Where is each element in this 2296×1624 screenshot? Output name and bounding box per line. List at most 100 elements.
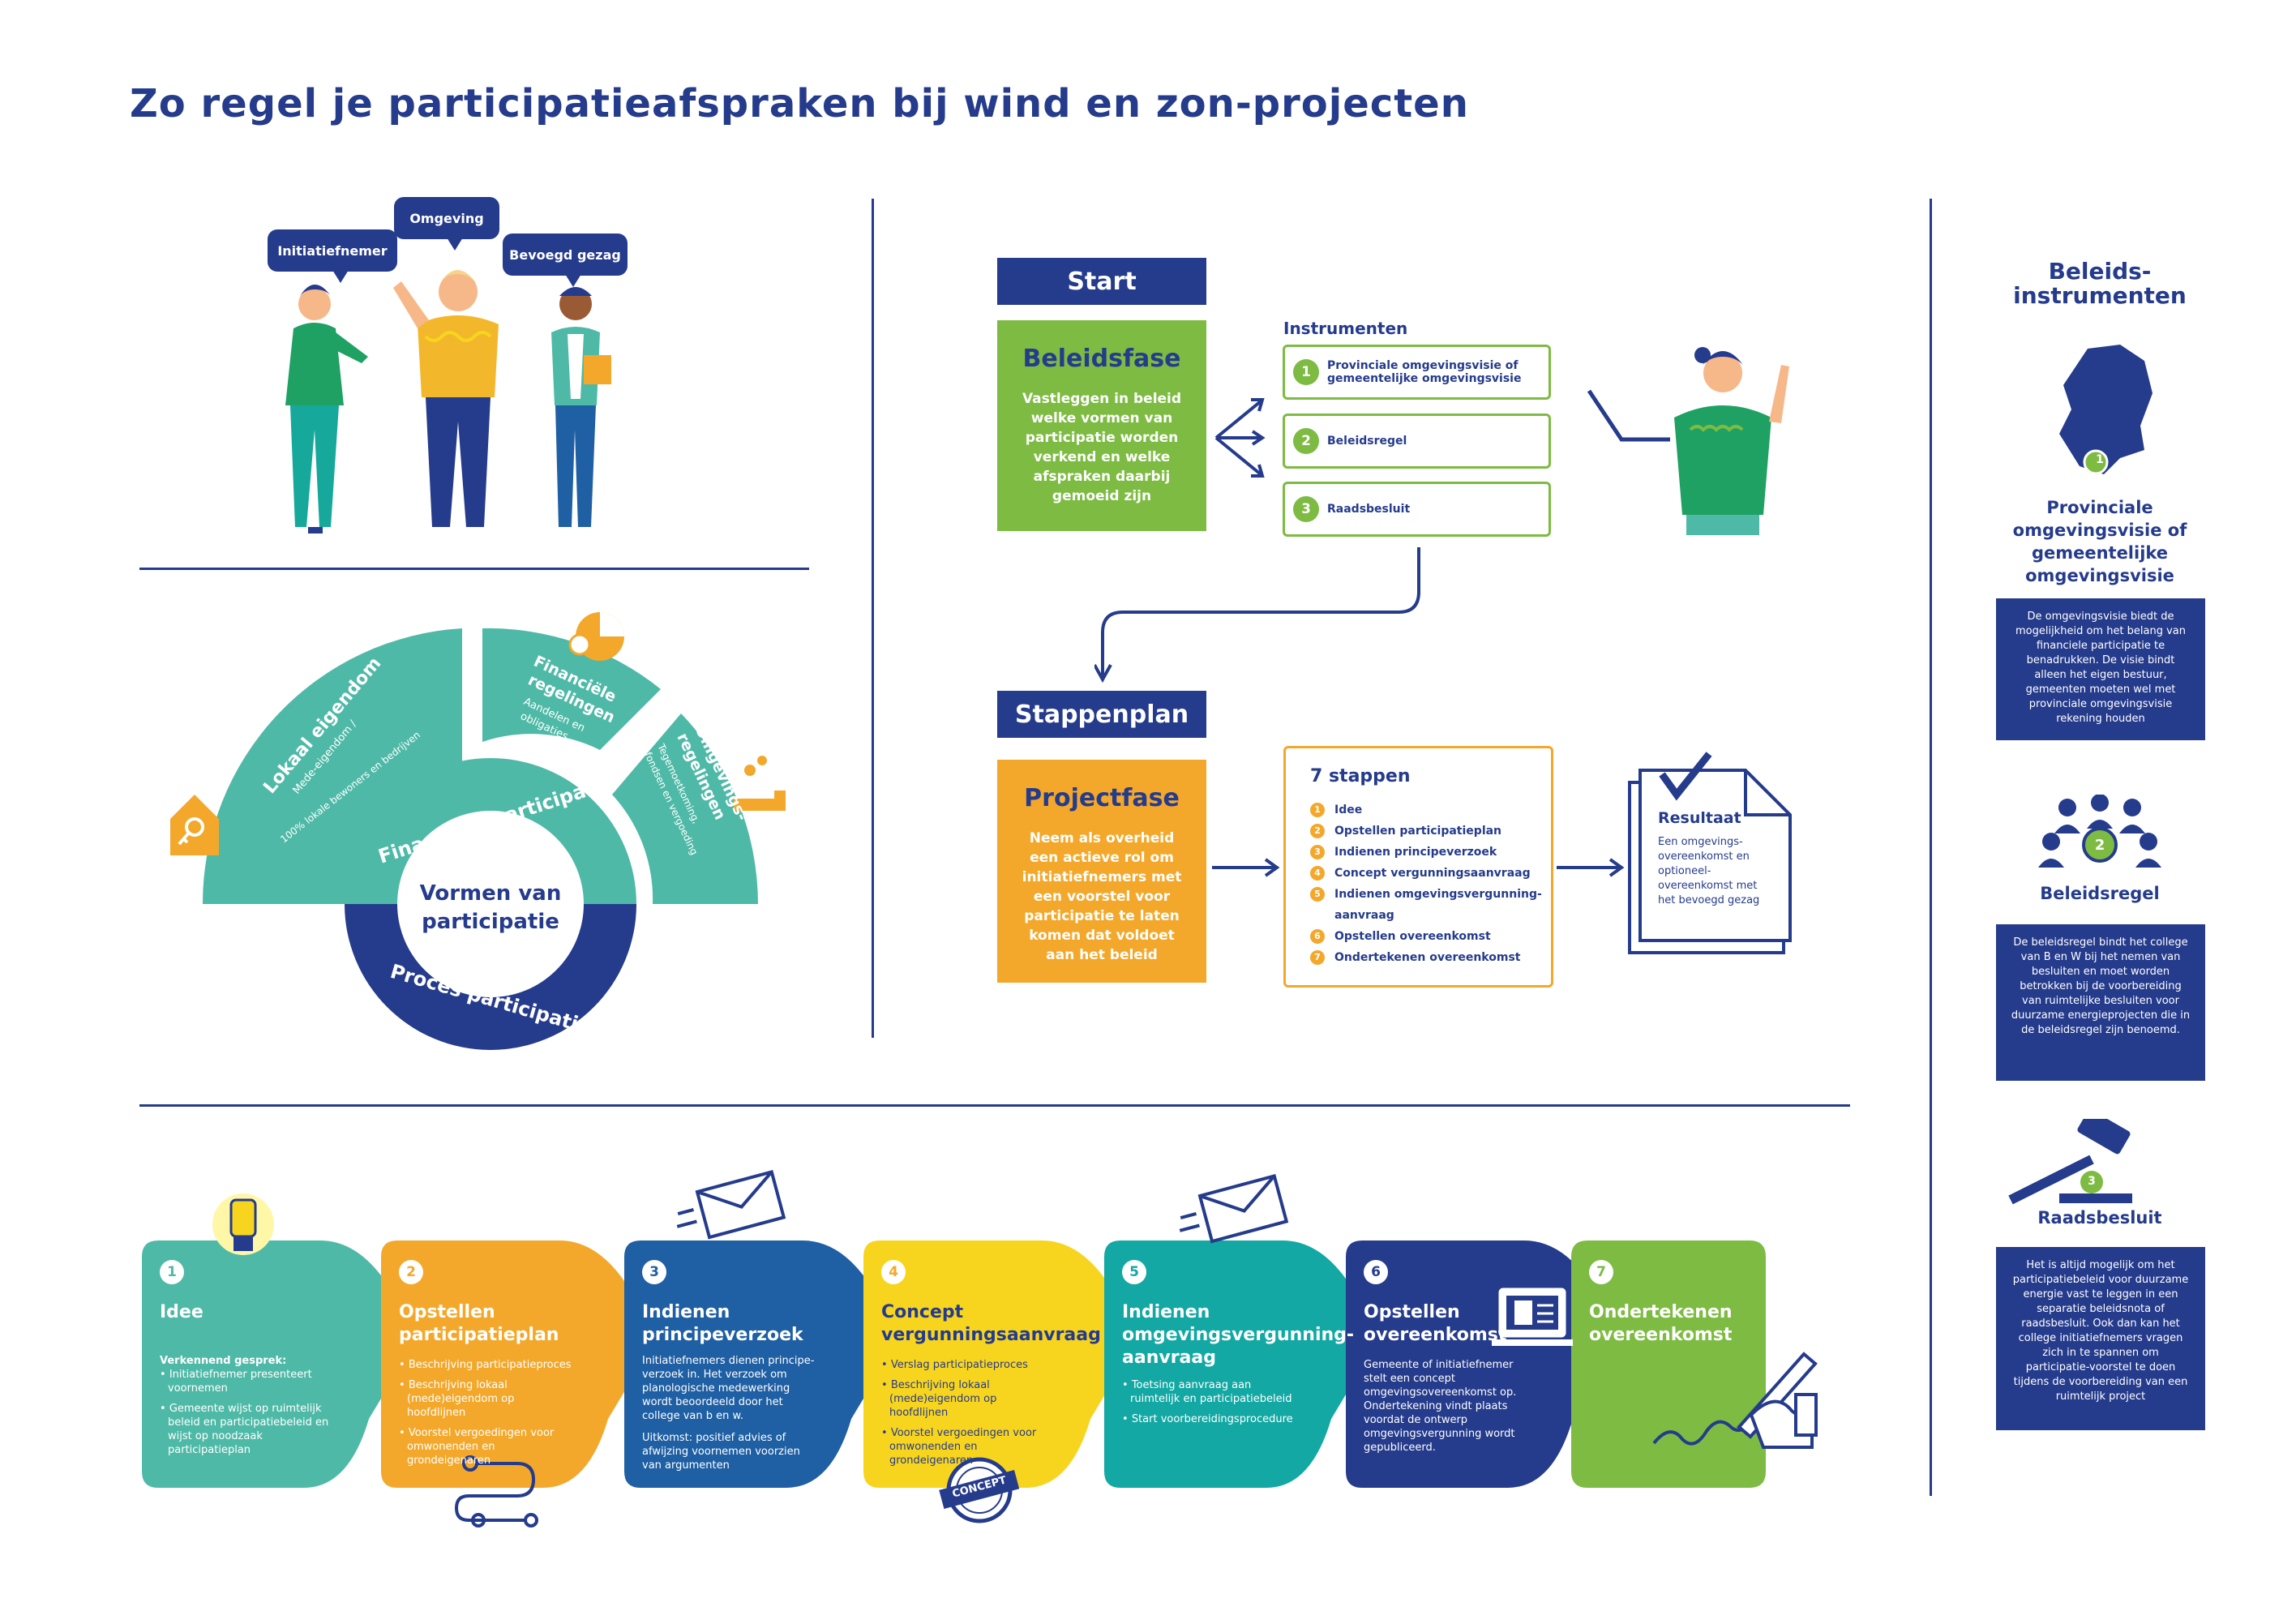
step-3-text: Initiatiefnemers dienen principe-verzoek… [642,1355,815,1422]
bubble-bevoegd-gezag: Bevoegd gezag [503,234,628,287]
step-4-title: Concept vergunningsaanvraag [881,1302,1101,1345]
projectfase-text: Neem als overheid een actieve rol om ini… [1022,830,1182,963]
map-number-1: 1 [2096,453,2104,466]
people-illustration [285,270,611,533]
step-6-number: 6 [1364,1260,1388,1284]
projectfase-box: Projectfase Neem als overheid een actiev… [997,760,1206,983]
segment-financiele-regelingen [482,628,661,750]
gavel-icon [2008,1119,2132,1205]
resultaat-title: Resultaat [1658,809,1741,827]
arrow-to-steps [1212,858,1280,877]
list-item: Beschrijving lokaal (mede)eigendom op ho… [881,1378,1056,1420]
step-1-body: Verkennend gesprek: Initiatiefnemer pres… [160,1354,334,1463]
connector-arrow [1094,547,1420,683]
step-2-body: Beschrijving participatieproces Beschrij… [399,1358,573,1474]
step-7-title: Ondertekenen overeenkomst [1589,1302,1733,1345]
side-item-1-text: De omgevingsvisie biedt de mogelijkheid … [1996,598,2205,740]
step-5-number: 5 [1122,1260,1146,1284]
step-6-body: Gemeente of initiatiefnemer stelt een co… [1364,1359,1517,1454]
step-card-6: 6 Opstellen overeenkomst Gemeente of ini… [1346,1240,1544,1488]
instrument-2-label: Beleidsregel [1327,435,1407,448]
segment-lokaal-eigendom [202,628,462,904]
concept-stamp-icon [939,1457,1020,1523]
instrument-2: 2 Beleidsregel [1283,413,1551,469]
gavel-number-3: 3 [2088,1175,2096,1188]
instrument-1-label: Provinciale omgevingsvisie of gemeenteli… [1327,359,1522,385]
envelope-icon [676,1169,786,1240]
instrumenten-label: Instrumenten [1283,319,1408,338]
step-1-number: 1 [160,1260,184,1284]
step-4-body: Verslag participatieproces Beschrijving … [881,1358,1056,1474]
group-number-2: 2 [2094,837,2105,854]
beleidsfase-title: Beleidsfase [1022,345,1181,373]
start-header: Start [997,258,1206,305]
side-item-1-title: Provinciale omgevingsvisie of gemeenteli… [2012,498,2187,585]
side-item-2-title: Beleidsregel [2040,884,2160,903]
divider-bottom [139,1104,1850,1107]
step-5-body: Toetsing aanvraag aan ruimtelijk en part… [1122,1378,1296,1433]
step-card-3: 3 Indienen principeverzoek Initiatiefnem… [624,1240,823,1488]
seven-steps-title: 7 stappen [1310,766,1411,786]
segment-omgevingsregelingen [612,713,758,904]
bubble-omgeving: Omgeving [394,197,499,251]
step-card-2: 2 Opstellen participatieplan Beschrijvin… [381,1240,580,1488]
divider-people [139,568,809,570]
projectfase-title: Projectfase [1024,784,1180,812]
step-1-intro: Verkennend gesprek: [160,1355,287,1367]
side-item-3-text: Het is altijd mogelijk om het participat… [1996,1247,2205,1430]
resultaat-text: Een omgevings-overeenkomst en optioneel-… [1658,836,1760,906]
divider-right [1930,199,1932,1496]
list-item: Beschrijving lokaal (mede)eigendom op ho… [399,1378,573,1420]
list-item: Toetsing aanvraag aan ruimtelijk en part… [1122,1378,1296,1406]
side-item-3-title: Raadsbesluit [2037,1208,2162,1228]
page-title: Zo regel je participatieafspraken bij wi… [130,81,1469,126]
step-card-4: 4 Concept vergunningsaanvraag Verslag pa… [863,1240,1101,1488]
instrument-3-number: 3 [1293,496,1319,522]
step-1-title: Idee [160,1302,203,1322]
person-bevoegd-gezag [551,287,611,527]
list-item: Voorstel vergoedingen voor omwonenden en… [399,1426,573,1468]
ring-financiele-participatie [345,758,636,904]
step-3-uitkomst: Uitkomst: positief advies of afwijzing v… [642,1432,800,1472]
person-omgeving [393,270,499,527]
step-card-1: 1 Idee Verkennend gesprek: Initiatiefnem… [142,1240,341,1488]
step-5-title: Indienen omgevingsvergunning-aanvraag [1122,1302,1355,1368]
ring-proces-participatie [345,904,636,1050]
list-item: Initiatiefnemer presenteert voornemen [160,1368,334,1395]
key-icon [170,795,219,855]
vormen-label-2: participatie [422,910,559,934]
list-item: Start voorbereidingsprocedure [1122,1412,1296,1426]
netherlands-map-icon [2059,345,2152,475]
list-item: Verslag participatieproces [881,1358,1056,1372]
step-3-number: 3 [642,1260,666,1284]
computer-icon [1492,1288,1573,1346]
result-document-icon [1628,752,1792,954]
sidebar-title: Beleids-instrumenten [2013,258,2187,309]
step-2-title: Opstellen participatieplan [399,1302,559,1345]
participation-diagram: Lokaal eigendom Mede-eigendom / 100% lok… [170,612,786,1050]
instrument-1: 1 Provinciale omgevingsvisie of gemeente… [1283,345,1551,400]
stappenplan-header: Stappenplan [997,691,1206,738]
step-3-body: Initiatiefnemers dienen principe-verzoek… [642,1354,816,1472]
beleidsfase-text: Vastleggen in beleid welke vormen van pa… [1022,391,1182,504]
arrow-to-result [1557,858,1625,877]
woman-laptop-illustration [1587,347,1789,535]
step-2-number: 2 [399,1260,423,1284]
beleidsfase-box: Beleidsfase Vastleggen in beleid welke v… [997,320,1206,531]
vormen-label-1: Vormen van [420,881,562,906]
coins-hand-icon [734,756,786,811]
list-item: Voorstel vergoedingen voor omwonenden en… [881,1426,1056,1468]
signing-pen-icon [1652,1352,1818,1449]
people-group-icon [2038,795,2161,868]
step-6-title: Opstellen overeenkomst [1364,1302,1507,1345]
